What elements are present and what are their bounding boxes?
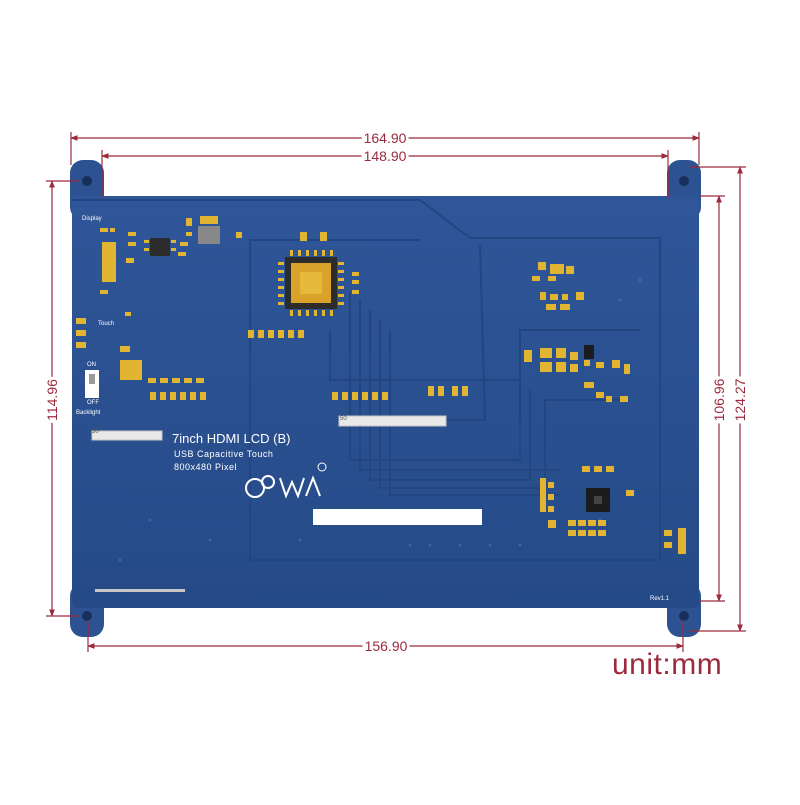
label-off: OFF	[87, 400, 99, 406]
dimension-inner-width: 148.90	[361, 148, 409, 164]
pcb-board	[72, 196, 699, 608]
main-ic	[285, 257, 337, 309]
smd-components	[76, 216, 686, 554]
label-backlight: Backlight	[76, 410, 101, 416]
mount-hole	[82, 176, 92, 186]
bottom-strip	[95, 589, 185, 592]
dimension-bottom-width: 156.90	[362, 638, 410, 654]
main-ic-pins	[278, 232, 359, 316]
logo-registered-mark	[317, 462, 327, 472]
brand-logo	[245, 475, 321, 499]
dark-components	[584, 345, 610, 512]
dimension-right-outer-height: 124.27	[732, 376, 748, 424]
dimension-left-height: 114.96	[44, 377, 60, 423]
dimension-overall-width: 164.90	[361, 130, 409, 146]
label-connector-30: 30	[92, 429, 99, 435]
pcb-traces	[72, 199, 661, 561]
connector-30	[91, 430, 163, 441]
board-subtitle-touch: USB Capacitive Touch	[174, 449, 274, 459]
board-subtitle-resolution: 800x480 Pixel	[174, 462, 238, 472]
unit-label: unit:mm	[612, 648, 723, 681]
label-display: Display	[82, 216, 102, 222]
mount-hole	[679, 176, 689, 186]
label-connector-50: 50	[340, 416, 347, 422]
label-area	[313, 509, 482, 525]
connector-50	[338, 415, 447, 427]
board-title: 7inch HDMI LCD (B)	[172, 431, 291, 446]
mount-hole	[82, 611, 92, 621]
label-on: ON	[87, 362, 96, 368]
mount-hole	[679, 611, 689, 621]
label-revision: Rev1.1	[650, 596, 670, 602]
label-touch: Touch	[98, 321, 115, 327]
dimension-right-inner-height: 106.96	[711, 376, 727, 424]
switch-knob	[89, 374, 95, 384]
